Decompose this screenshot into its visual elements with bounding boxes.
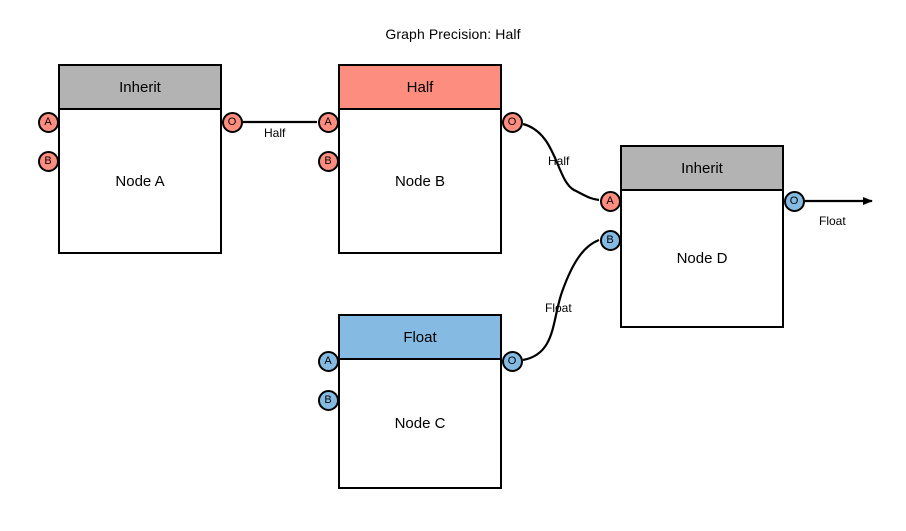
port-b-node-a[interactable]: B	[37, 150, 59, 172]
node-label: Node D	[676, 250, 728, 267]
node-label: Node B	[394, 172, 446, 190]
port-o-node-d[interactable]: O	[783, 190, 805, 212]
port-o-node-a[interactable]: O	[221, 111, 243, 133]
edge-b-to-d[interactable]	[522, 122, 600, 202]
edge-label-edge-a-to-b: Half	[264, 126, 286, 140]
node-label: Node C	[394, 415, 446, 432]
node-header: Inherit	[622, 147, 782, 191]
page-title: Graph Precision: Half	[385, 26, 521, 42]
node-body: Node D	[622, 191, 782, 326]
port-o-node-c[interactable]: O	[501, 350, 523, 372]
node-body: Node C	[340, 360, 500, 487]
port-a-node-d[interactable]: A	[599, 190, 621, 212]
edge-label-edge-d-output: Float	[819, 214, 846, 228]
port-a-node-a[interactable]: A	[37, 111, 59, 133]
port-a-node-c[interactable]: A	[317, 350, 339, 372]
port-b-node-b[interactable]: B	[317, 150, 339, 172]
edge-label-edge-c-to-d: Float	[545, 301, 572, 315]
node-body: Node A	[60, 110, 220, 252]
node-header: Inherit	[60, 66, 220, 110]
port-b-node-d[interactable]: B	[599, 229, 621, 251]
node-body: Node B	[340, 110, 500, 252]
node-label: Node A	[115, 172, 165, 190]
port-a-node-b[interactable]: A	[317, 111, 339, 133]
port-b-node-c[interactable]: B	[317, 389, 339, 411]
edge-label-edge-b-to-d: Half	[548, 154, 570, 168]
node-header: Half	[340, 66, 500, 110]
node-header: Float	[340, 316, 500, 360]
port-o-node-b[interactable]: O	[501, 111, 523, 133]
edge-c-to-d[interactable]	[522, 238, 600, 362]
